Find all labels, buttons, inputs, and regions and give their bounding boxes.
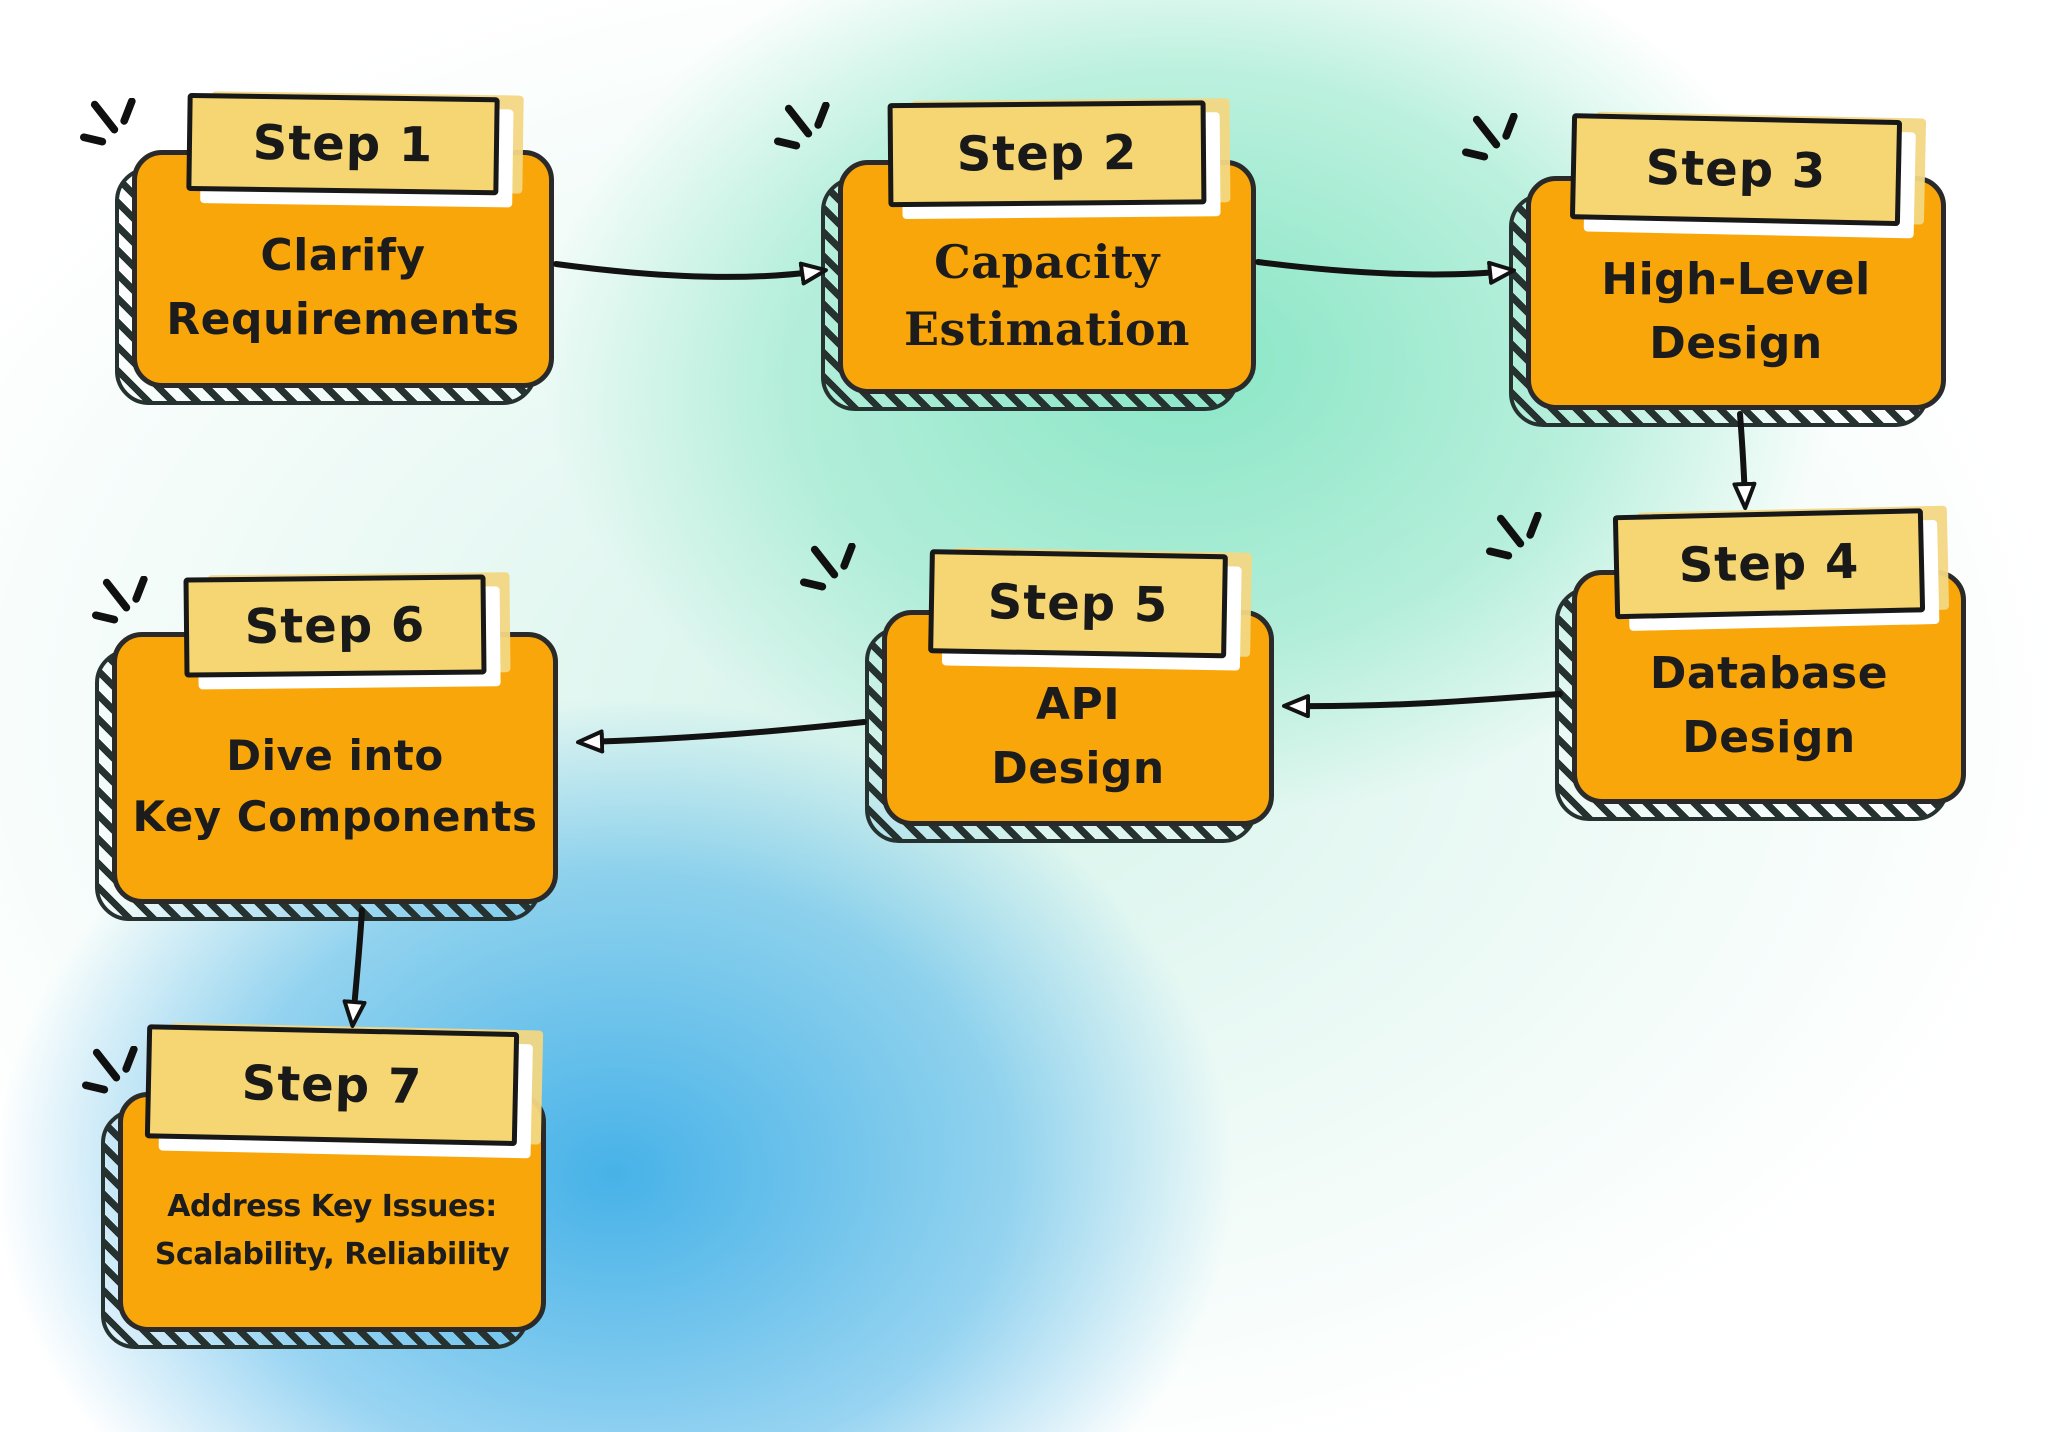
- step-description: Database Design: [1649, 648, 1889, 763]
- arrow-step6-step7: [342, 907, 367, 1028]
- sparkle-icon: [799, 543, 856, 591]
- step-card-4: Database Design Step 4: [1555, 508, 1966, 821]
- step-description: Dive into Key Components: [132, 731, 538, 841]
- arrow-step2-step3: [1255, 259, 1516, 285]
- step-card-5: API Design Step 5: [865, 549, 1274, 843]
- sparkle-icon: [1462, 113, 1518, 161]
- arrow-step4-step5: [1282, 691, 1563, 719]
- step-banner: Step 4: [1612, 508, 1926, 620]
- step-banner: Step 2: [887, 100, 1207, 208]
- sparkle-icon: [1486, 512, 1542, 560]
- step-card-6: Dive into Key Components Step 6: [95, 574, 558, 921]
- step-banner: Step 5: [928, 549, 1228, 659]
- step-description: High-Level Design: [1601, 254, 1871, 369]
- step-description: Address Key Issues: Scalability, Reliabi…: [154, 1189, 510, 1272]
- sparkle-icon: [80, 98, 136, 146]
- arrow-step5-step6: [576, 719, 867, 754]
- step-card-2: Capacity Estimation Step 2: [821, 100, 1256, 411]
- step-banner: Step 7: [144, 1024, 520, 1147]
- step-description: API Design: [991, 679, 1165, 794]
- arrow-step1-step2: [553, 261, 828, 286]
- step-card-7: Address Key Issues: Scalability, Reliabi…: [101, 1024, 546, 1349]
- arrow-step3-step4: [1732, 411, 1757, 510]
- sparkle-icon: [82, 1046, 138, 1094]
- step-card-1: Clarify Requirements Step 1: [115, 92, 554, 405]
- sparkle-icon: [92, 576, 148, 624]
- step-description: Clarify Requirements: [166, 230, 520, 345]
- step-description: Capacity Estimation: [903, 235, 1190, 356]
- step-banner: Step 3: [1569, 113, 1903, 227]
- sparkle-icon: [773, 102, 830, 150]
- step-card-3: High-Level Design Step 3: [1509, 113, 1946, 427]
- step-banner: Step 1: [186, 92, 500, 196]
- step-banner: Step 6: [183, 574, 487, 678]
